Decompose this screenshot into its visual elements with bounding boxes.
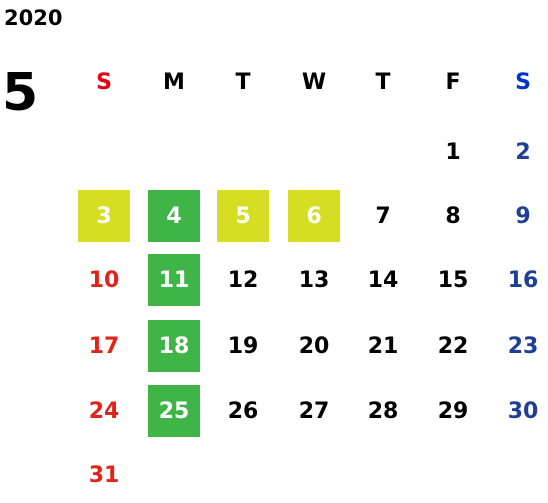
- day-cell: 15: [437, 267, 469, 293]
- day-cell: 12: [227, 267, 259, 293]
- day-cell: 22: [437, 333, 469, 359]
- year-label: 2020: [4, 6, 63, 30]
- weekday-header-thu: T: [375, 69, 391, 95]
- day-cell: 31: [88, 462, 120, 488]
- day-cell: 21: [367, 333, 399, 359]
- day-cell: 30: [507, 398, 539, 424]
- day-cell-highlighted: 4: [148, 190, 200, 242]
- weekday-header-wed: W: [301, 69, 327, 95]
- day-cell: 1: [445, 139, 461, 165]
- weekday-header-sun: S: [96, 69, 112, 95]
- day-cell: 27: [298, 398, 330, 424]
- month-number: 5: [2, 63, 39, 123]
- day-cell-highlighted: 6: [288, 190, 340, 242]
- weekday-header-sat: S: [515, 69, 531, 95]
- day-cell: 28: [367, 398, 399, 424]
- day-cell: 10: [88, 267, 120, 293]
- day-cell: 7: [375, 203, 391, 229]
- day-cell: 14: [367, 267, 399, 293]
- weekday-header-mon: M: [163, 69, 185, 95]
- day-cell: 26: [227, 398, 259, 424]
- day-cell-highlighted: 5: [217, 190, 269, 242]
- day-cell: 23: [507, 333, 539, 359]
- day-cell: 29: [437, 398, 469, 424]
- day-cell-highlighted: 25: [148, 385, 200, 437]
- day-cell-highlighted: 3: [78, 190, 130, 242]
- day-cell: 2: [515, 139, 531, 165]
- day-cell-highlighted: 18: [148, 320, 200, 372]
- day-cell: 8: [445, 203, 461, 229]
- day-cell: 19: [227, 333, 259, 359]
- day-cell: 20: [298, 333, 330, 359]
- day-cell: 16: [507, 267, 539, 293]
- day-cell: 13: [298, 267, 330, 293]
- day-cell: 9: [515, 203, 531, 229]
- day-cell-highlighted: 11: [148, 254, 200, 306]
- day-cell: 24: [88, 398, 120, 424]
- weekday-header-fri: F: [445, 69, 461, 95]
- day-cell: 17: [88, 333, 120, 359]
- weekday-header-tue: T: [235, 69, 251, 95]
